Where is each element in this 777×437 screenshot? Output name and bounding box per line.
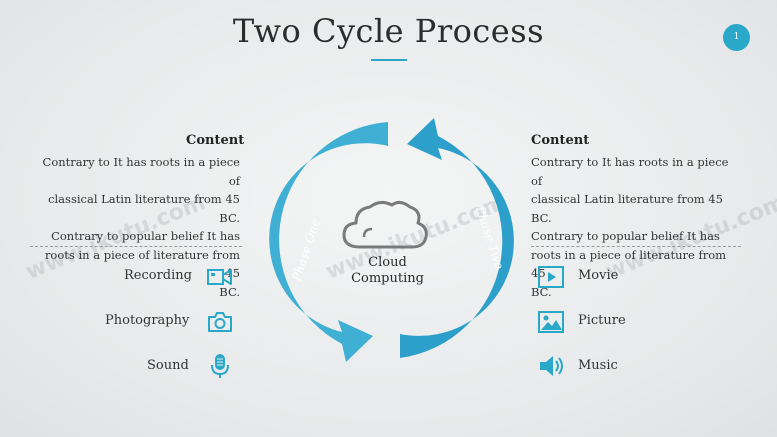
two-cycle-diagram: Phase One Phase Two <box>269 118 514 362</box>
left-line: BC. <box>219 284 240 299</box>
center-label: Cloud Computing <box>330 255 445 287</box>
left-line: Contrary to popular belief It has <box>51 229 240 243</box>
camera-icon <box>208 312 232 332</box>
slide-title: Two Cycle Process <box>232 12 545 50</box>
left-body-text: Contrary to It has roots in a piece of c… <box>30 153 240 301</box>
right-line: Contrary to popular belief It has <box>531 229 720 243</box>
item-label-recording: Recording <box>124 268 192 283</box>
item-label-picture: Picture <box>578 313 626 328</box>
right-heading: Content <box>531 133 590 148</box>
right-divider <box>531 246 741 247</box>
item-label-sound: Sound <box>147 358 189 373</box>
center-label-line2: Computing <box>351 271 424 286</box>
cloud-icon <box>342 200 428 249</box>
speaker-icon <box>540 356 563 376</box>
picture-icon <box>538 311 564 333</box>
title-underline <box>371 59 407 61</box>
play-icon <box>538 266 564 288</box>
item-label-photography: Photography <box>105 313 190 328</box>
left-line: roots in a piece of literature from 45 <box>44 247 240 281</box>
center-label-line1: Cloud <box>368 255 407 270</box>
microphone-icon <box>211 354 229 378</box>
right-line: Contrary to It has roots in a piece of <box>531 155 729 188</box>
video-camera-icon <box>207 269 232 285</box>
phase-two-arrow <box>400 118 514 358</box>
left-line: classical Latin literature from 45 BC. <box>48 192 240 225</box>
right-line: roots in a piece of literature from 45 <box>531 247 727 281</box>
item-label-movie: Movie <box>578 268 619 283</box>
right-line: classical Latin literature from 45 BC. <box>531 192 723 225</box>
page-number-badge: 1 <box>723 24 750 51</box>
left-heading: Content <box>186 133 245 148</box>
right-body-text: Contrary to It has roots in a piece of c… <box>531 153 741 301</box>
left-divider <box>30 246 242 247</box>
phase-one-label: Phase One <box>289 217 323 284</box>
item-label-music: Music <box>578 358 618 373</box>
left-line: Contrary to It has roots in a piece of <box>42 155 240 188</box>
